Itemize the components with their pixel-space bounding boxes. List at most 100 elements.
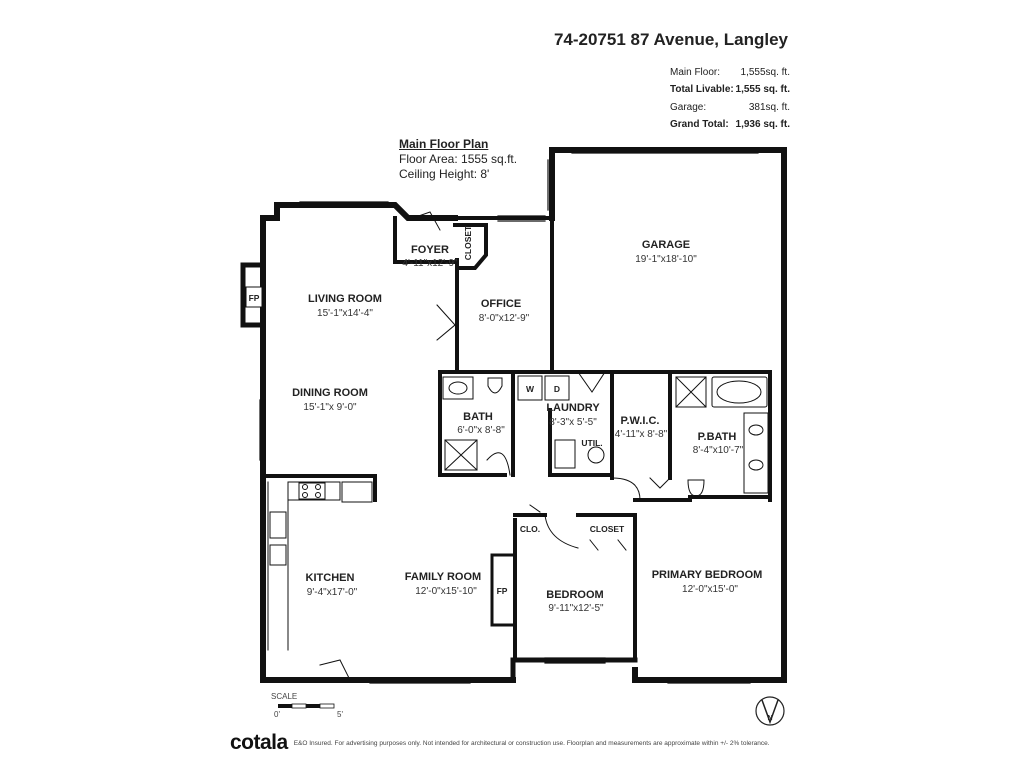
footer: cotala E&O Insured. For advertising purp… (230, 731, 770, 755)
door-swing (577, 371, 606, 393)
room-dim-foyer: 4'-11"x12'-9" (402, 258, 458, 269)
area-value: 1,555sq. ft. (740, 67, 790, 78)
room-dim-bath: 6'-0"x 8'-8" (457, 425, 505, 436)
area-label: Main Floor: (670, 67, 721, 78)
interior-wall (438, 370, 507, 477)
ceiling-height: Ceiling Height: 8' (399, 167, 490, 181)
room-dim-dining: 15'-1"x 9'-0" (303, 402, 357, 413)
room-name-office: OFFICE (481, 298, 521, 310)
window (259, 399, 266, 461)
dryer (544, 375, 570, 401)
room-dim-pwic: 4'-11"x 8'-8" (615, 429, 668, 440)
room-name-family: FAMILY ROOM (405, 571, 481, 583)
door-swing (611, 477, 641, 501)
area-row-garage: Garage: 381sq. ft. (670, 100, 790, 117)
area-label: Total Livable: (670, 83, 734, 95)
door-swing (319, 659, 351, 681)
window (571, 147, 759, 154)
room-dim-family: 12'-0"x15'-10" (415, 586, 477, 597)
room-name-primary: PRIMARY BEDROOM (652, 569, 763, 581)
window (299, 201, 389, 208)
scale-five: 5' (337, 710, 343, 719)
washer (517, 375, 543, 401)
room-dim-pbath: 8'-4"x10'-7" (693, 445, 744, 456)
floor-area: Floor Area: 1555 sq.ft. (399, 152, 518, 166)
area-value: 381sq. ft. (748, 102, 790, 113)
fridge (341, 481, 373, 503)
area-row-main: Main Floor: 1,555sq. ft. (670, 65, 790, 82)
room-name-pbath: P.BATH (698, 431, 737, 443)
room-dim-living: 15'-1"x14'-4" (317, 308, 373, 319)
shower (444, 439, 478, 471)
door-swing (436, 304, 456, 341)
window (497, 215, 546, 222)
kitchen-sink (269, 511, 287, 539)
area-value: 1,555 sq. ft. (735, 83, 790, 95)
plan-heading: Main Floor Plan (399, 137, 489, 151)
fireplace-wall (240, 262, 266, 328)
brand-logo: cotala (230, 731, 288, 754)
room-dim-kitchen: 9'-4"x17'-0" (307, 587, 358, 598)
door-swing (649, 477, 671, 489)
north-compass-icon: N (755, 696, 785, 726)
door-swing (544, 514, 579, 549)
room-name-bath: BATH (463, 411, 493, 423)
area-summary: Main Floor:1,555sq. ft. Total Livable:1,… (670, 65, 790, 133)
door-swing (529, 504, 541, 513)
room-name-pwic: P.W.I.C. (621, 415, 660, 427)
window (667, 677, 751, 684)
area-label: Grand Total: (670, 118, 729, 130)
interior-wall (576, 513, 637, 662)
scale-label: SCALE (271, 692, 298, 701)
room-name-kitchen: KITCHEN (306, 572, 355, 584)
room-dim-laundry: 8'-3"x 5'-5" (549, 417, 597, 428)
util-sink (554, 439, 576, 469)
plan-info: Main Floor Plan Floor Area: 1555 sq.ft. … (399, 137, 517, 182)
door-swing (486, 452, 511, 476)
room-dim-bedroom: 9'-11"x12'-5" (548, 603, 604, 614)
exterior-wall (260, 215, 516, 683)
interior-wall (453, 223, 488, 270)
exterior-wall (549, 147, 787, 683)
pbath-vanity (743, 412, 769, 494)
util-label: UTIL. (581, 438, 602, 448)
fp-label-family: FP (497, 586, 508, 596)
kitchen-counter (287, 481, 341, 501)
window (369, 677, 471, 684)
clo-label: CLO. (520, 524, 540, 534)
room-name-living: LIVING ROOM (308, 293, 382, 305)
room-dim-office: 8'-0"x12'-9" (479, 313, 530, 324)
interior-wall (548, 408, 612, 477)
pbath-tub (711, 376, 768, 408)
window (544, 657, 606, 664)
closet-foyer: CLOSET (463, 225, 473, 260)
room-name-bedroom: BEDROOM (546, 589, 603, 601)
window (547, 159, 554, 211)
kitchen-counter (267, 481, 289, 651)
room-name-laundry: LAUNDRY (546, 402, 600, 414)
scale-zero: 0' (274, 710, 280, 719)
room-name-garage: GARAGE (642, 239, 690, 251)
fp-label-living: FP (249, 293, 260, 303)
area-value: 1,936 sq. ft. (735, 118, 790, 130)
room-name-foyer: FOYER (411, 244, 449, 256)
room-dim-garage: 19'-1"x18'-10" (635, 254, 697, 265)
bathtub (442, 376, 474, 400)
area-row-livable: Total Livable:1,555 sq. ft. (670, 82, 790, 99)
disclaimer: E&O Insured. For advertising purposes on… (293, 739, 770, 747)
pbath-toilet (687, 479, 705, 497)
fireplace (490, 553, 517, 627)
room-name-dining: DINING ROOM (292, 387, 368, 399)
closet-label: CLOSET (590, 524, 625, 534)
scale-bar (278, 703, 335, 709)
toilet (487, 377, 503, 394)
area-row-total: Grand Total: 1,936 sq. ft. (670, 117, 790, 134)
exterior-wall (260, 202, 458, 221)
area-label: Garage: (670, 102, 707, 113)
dryer-label: D (554, 384, 560, 394)
door-swing (589, 539, 627, 551)
dishwasher (269, 544, 287, 566)
stove (298, 482, 326, 500)
room-dim-primary: 12'-0"x15'-0" (682, 584, 738, 595)
